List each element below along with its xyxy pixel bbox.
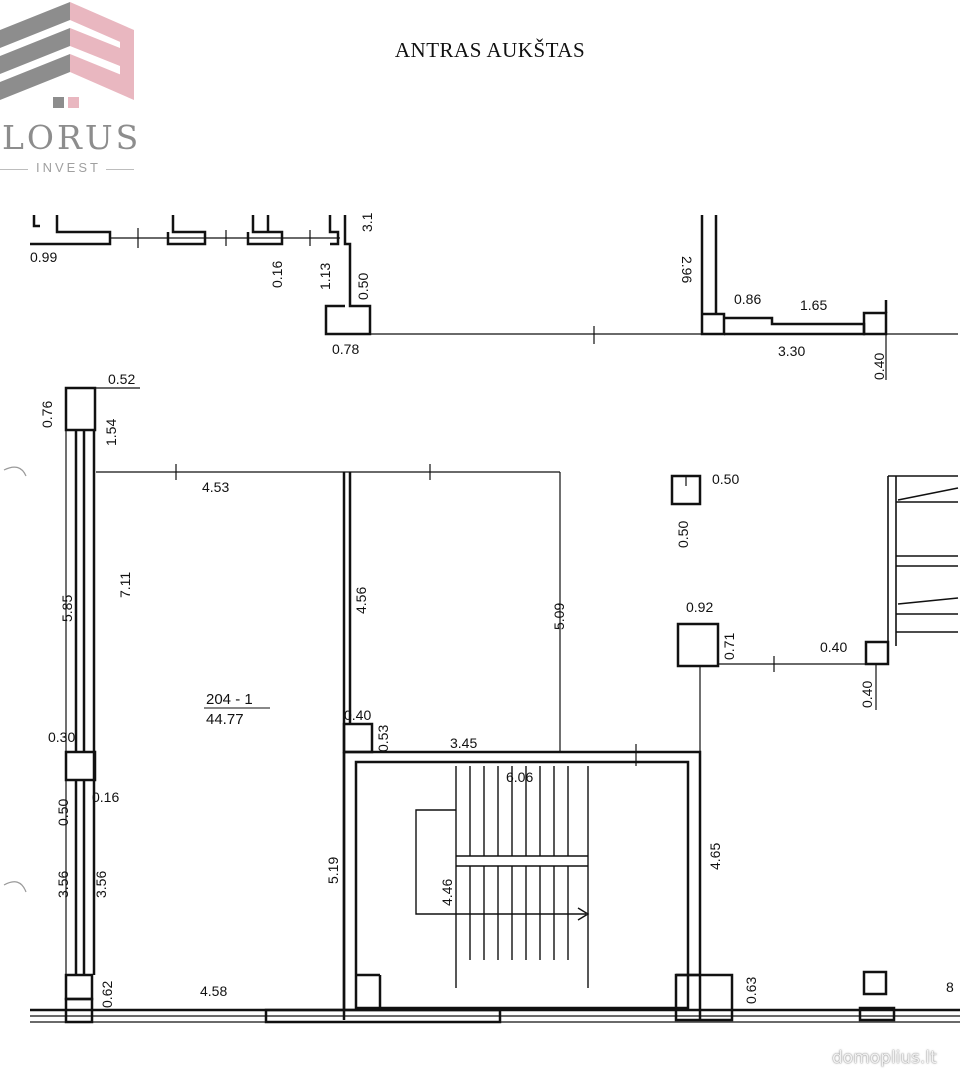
- dimension-label: 0.50: [55, 799, 71, 826]
- floor-title: ANTRAS AUKŠTAS: [394, 38, 586, 62]
- room-number: 204 - 1: [206, 691, 253, 708]
- binder-holes: [3, 466, 27, 893]
- dimension-label: 3.56: [55, 871, 71, 898]
- dimension-label: 8: [946, 979, 954, 995]
- dimension-label: 0.78: [332, 341, 359, 357]
- dimension-label: 4.65: [707, 843, 723, 870]
- logo-house-icon: [0, 2, 134, 108]
- dimension-label: 6.06: [506, 769, 533, 785]
- dimension-label: 0.99: [30, 249, 57, 265]
- dimension-label: 0.53: [375, 725, 391, 752]
- dimension-label: 4.56: [353, 587, 369, 614]
- dimension-label: 0.30: [48, 729, 75, 745]
- watermark: domoplius.lt: [832, 1048, 937, 1068]
- staircase: [415, 766, 590, 988]
- dimension-label: 0.52: [108, 371, 135, 387]
- dimension-label: 0.40: [871, 353, 887, 380]
- dimension-label: 1.54: [103, 419, 119, 446]
- dimension-label: 5.09: [551, 603, 567, 630]
- dimension-label: 0.16: [92, 789, 119, 805]
- dimension-lines: [30, 228, 960, 1023]
- dimension-label: 3.1: [359, 212, 375, 232]
- dimension-label: 0.50: [712, 471, 739, 487]
- walls: [30, 215, 960, 1024]
- dimension-label: 0.40: [820, 639, 847, 655]
- dimension-label: 3.45: [450, 735, 477, 751]
- logo-rule-left: [0, 169, 28, 170]
- logo-wordmark: LORUS: [2, 118, 142, 157]
- dimension-label: 0.76: [39, 401, 55, 428]
- dimension-label: 4.53: [202, 479, 229, 495]
- dimension-label: 7.11: [117, 572, 133, 598]
- dimension-label: 2.96: [679, 256, 695, 283]
- dimension-label: 5.19: [325, 857, 341, 884]
- dimension-label: 0.40: [859, 681, 875, 708]
- dimension-label: 5.85: [59, 595, 75, 622]
- logo-rule-right: [106, 169, 134, 170]
- dimension-label: 0.62: [99, 981, 115, 1008]
- dimension-label: 0.63: [743, 977, 759, 1004]
- dimension-label: 0.50: [355, 273, 371, 300]
- room-area: 44.77: [206, 711, 244, 728]
- dimension-label: 3.30: [778, 343, 805, 359]
- dimension-label: 1.13: [317, 263, 333, 290]
- lorus-invest-logo: LORUS INVEST: [0, 0, 140, 180]
- dimension-label: 0.40: [344, 707, 371, 723]
- dimension-label: 0.50: [675, 521, 691, 548]
- dimension-label: 3.56: [93, 871, 109, 898]
- balcony-railing: [887, 475, 959, 646]
- logo-subtitle: INVEST: [36, 160, 101, 175]
- dimension-label: 0.16: [269, 261, 285, 288]
- dimension-label: 0.92: [686, 599, 713, 615]
- dimension-label: 4.46: [439, 879, 455, 906]
- dimension-label: 0.71: [721, 633, 737, 660]
- dimension-label: 4.58: [200, 983, 227, 999]
- dimension-label: 1.65: [800, 297, 827, 313]
- dimension-label: 0.86: [734, 291, 761, 307]
